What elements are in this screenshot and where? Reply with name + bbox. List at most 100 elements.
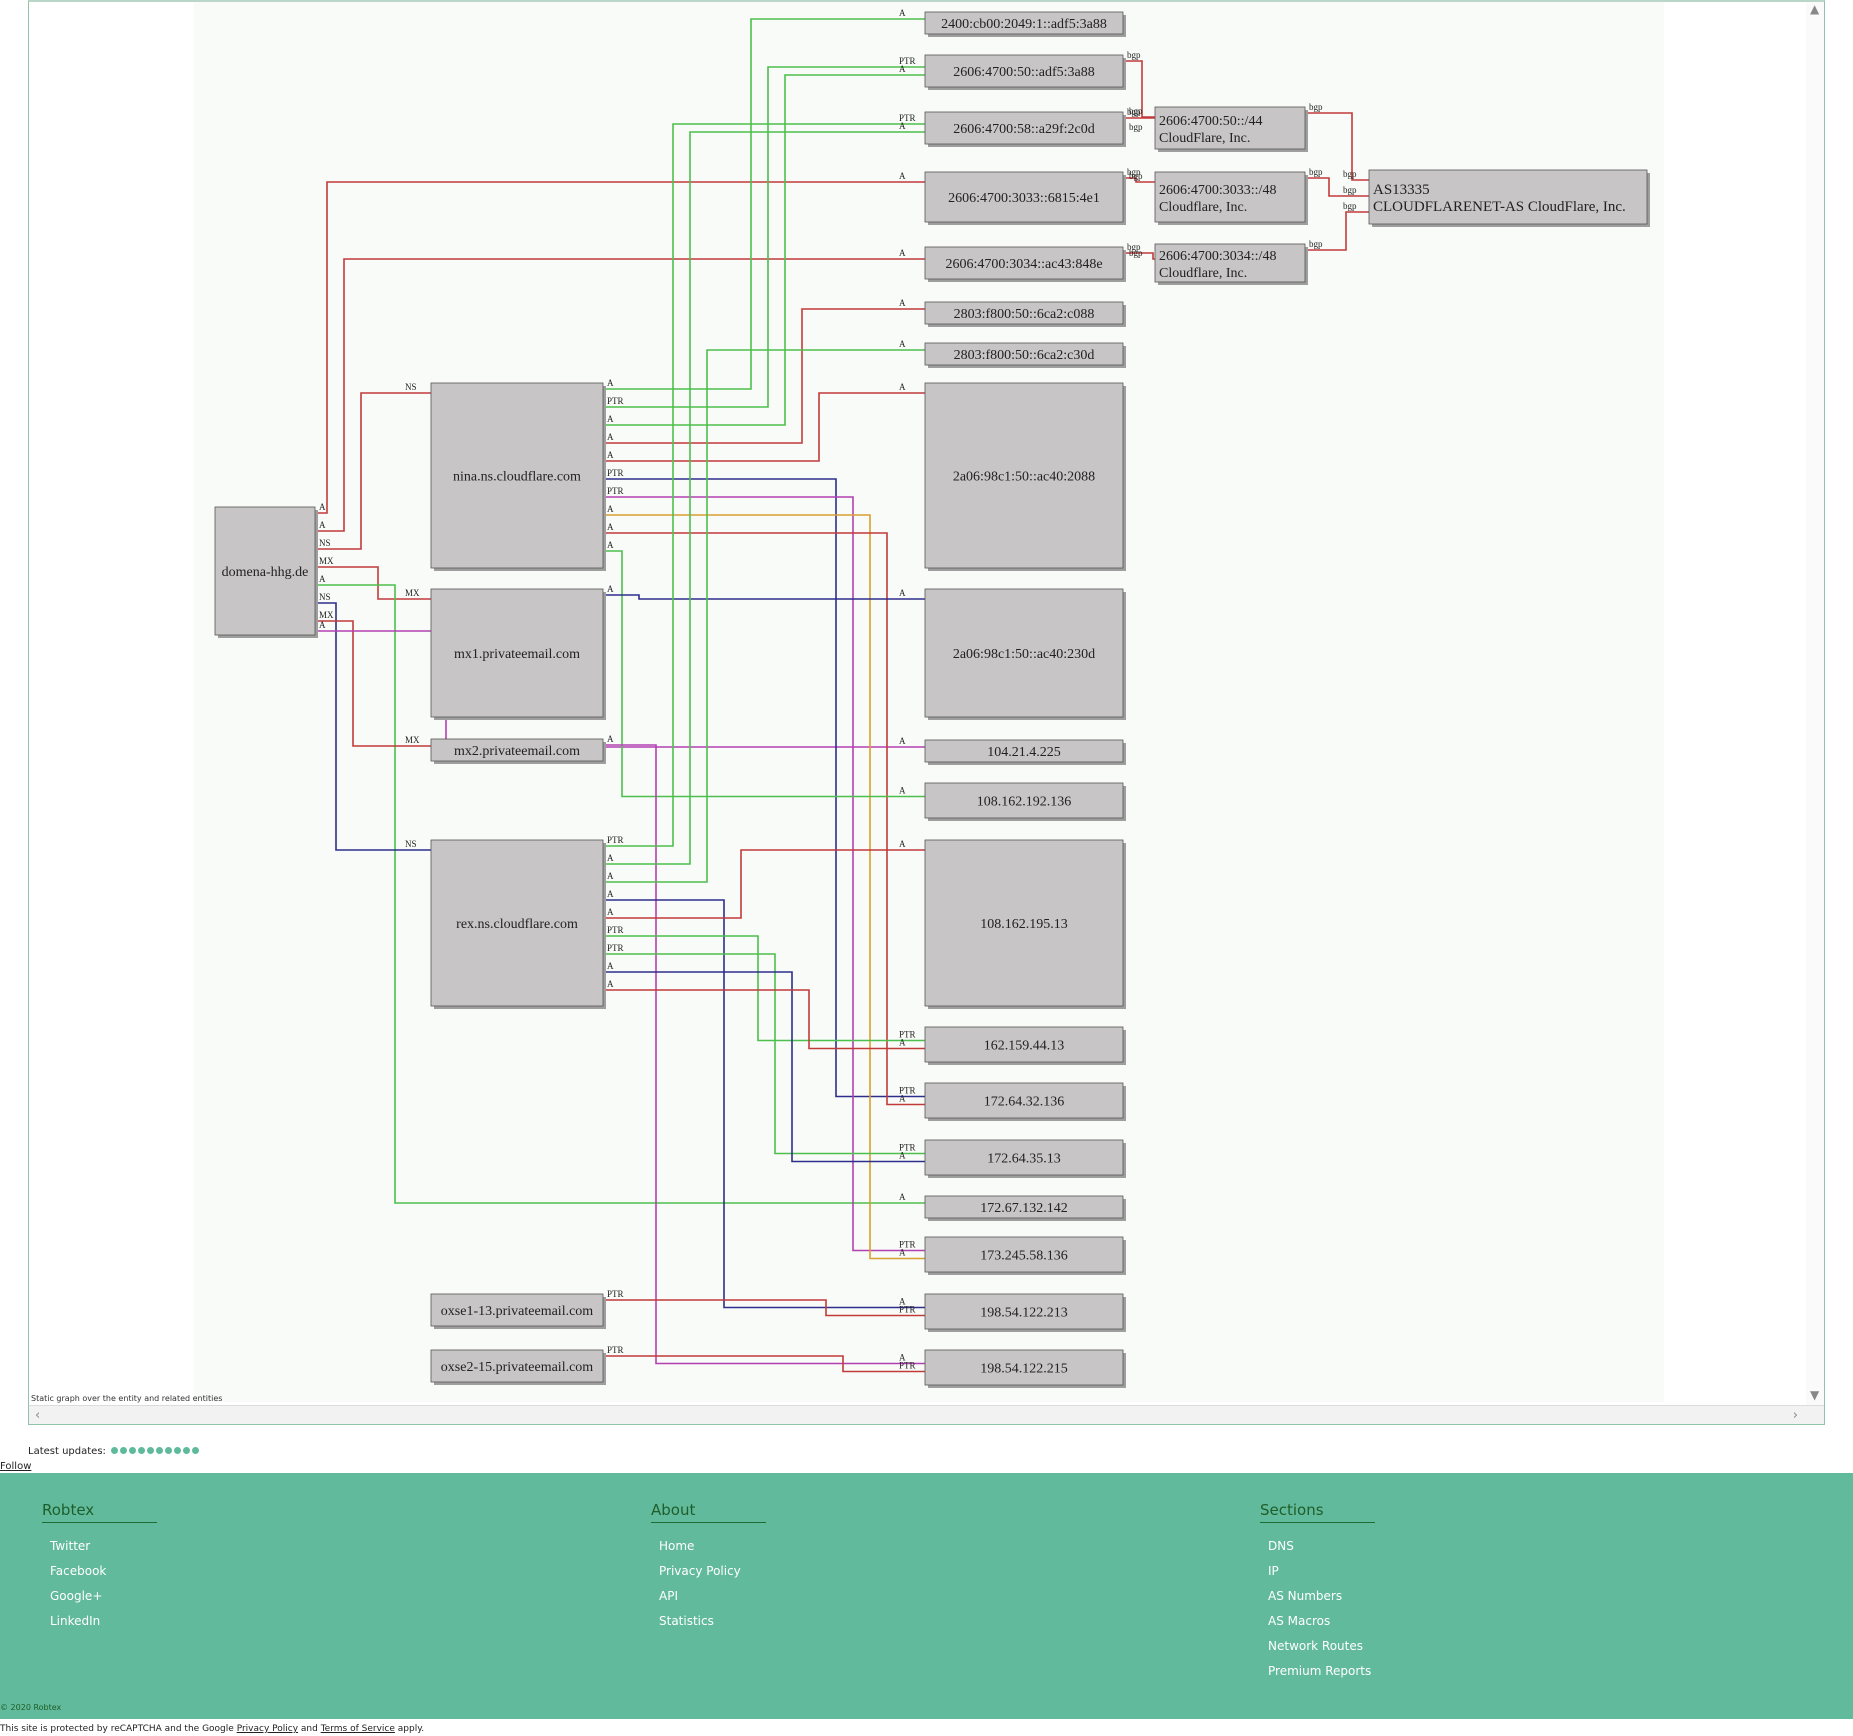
footer-link[interactable]: IP <box>1268 1564 1279 1578</box>
scroll-left-icon[interactable]: ‹ <box>35 1408 41 1423</box>
follow-link[interactable]: Follow <box>0 1461 32 1472</box>
node-box[interactable] <box>924 382 1124 569</box>
scroll-up-icon[interactable]: ▲ <box>1810 2 1820 16</box>
node-label: rex.ns.cloudflare.com <box>456 917 578 932</box>
node-label: 2803:f800:50::6ca2:c088 <box>954 307 1095 322</box>
node-ip12[interactable]: 108.162.195.13 <box>924 839 1126 1009</box>
edge-label: A <box>899 786 906 796</box>
footer-link[interactable]: Facebook <box>50 1564 107 1578</box>
graph-edge <box>1123 252 1155 260</box>
node-box[interactable] <box>214 506 316 636</box>
node-ip18[interactable]: 198.54.122.213 <box>924 1293 1126 1332</box>
node-box[interactable] <box>924 588 1124 718</box>
graph-edge <box>603 1299 925 1317</box>
node-ip13[interactable]: 162.159.44.13 <box>924 1026 1126 1065</box>
node-box[interactable] <box>924 1139 1124 1176</box>
graph-edge <box>603 550 925 798</box>
node-box[interactable] <box>924 1026 1124 1063</box>
node-ox1[interactable]: oxse1-13.privateemail.com <box>430 1293 606 1329</box>
node-box[interactable] <box>1368 169 1648 225</box>
node-ox2[interactable]: oxse2-15.privateemail.com <box>430 1349 606 1385</box>
node-box[interactable] <box>924 739 1124 763</box>
node-label: 172.64.32.136 <box>984 1095 1065 1110</box>
edge-label: PTR <box>899 1143 916 1153</box>
node-box[interactable] <box>924 246 1124 280</box>
node-mx2[interactable]: mx2.privateemail.com <box>430 738 606 764</box>
node-nina[interactable]: nina.ns.cloudflare.com <box>430 382 606 571</box>
node-box[interactable] <box>924 1236 1124 1273</box>
node-ip6[interactable]: 2803:f800:50::6ca2:c088 <box>924 301 1126 327</box>
graph-edge <box>1123 60 1155 118</box>
node-ip2[interactable]: 2606:4700:50::adf5:3a88 <box>924 54 1126 90</box>
horizontal-scrollbar[interactable]: ‹ › <box>29 1405 1824 1424</box>
graph-edge <box>603 953 925 1155</box>
footer-link[interactable]: Network Routes <box>1268 1639 1364 1653</box>
footer-link[interactable]: LinkedIn <box>50 1614 101 1628</box>
node-d[interactable]: domena-hhg.de <box>214 506 318 638</box>
node-box[interactable] <box>924 839 1124 1007</box>
node-ip19[interactable]: 198.54.122.215 <box>924 1349 1126 1388</box>
node-ip4[interactable]: 2606:4700:3033::6815:4e1 <box>924 171 1126 225</box>
footer-link[interactable]: Home <box>659 1539 695 1553</box>
footer-link[interactable]: AS Numbers <box>1268 1589 1343 1603</box>
node-box[interactable] <box>924 11 1124 35</box>
footer-link[interactable]: Privacy Policy <box>659 1564 741 1578</box>
node-box[interactable] <box>924 301 1124 325</box>
update-dots[interactable] <box>109 1446 200 1457</box>
node-ip7[interactable]: 2803:f800:50::6ca2:c30d <box>924 342 1126 368</box>
node-box[interactable] <box>430 1293 604 1327</box>
node-ip8[interactable]: 2a06:98c1:50::ac40:2088 <box>924 382 1126 571</box>
node-box[interactable] <box>1154 243 1306 283</box>
node-box[interactable] <box>924 111 1124 145</box>
graph-edge <box>603 349 925 883</box>
node-rex[interactable]: rex.ns.cloudflare.com <box>430 839 606 1009</box>
node-box[interactable] <box>924 1195 1124 1219</box>
node-box[interactable] <box>430 382 604 569</box>
privacy-policy-link[interactable]: Privacy Policy <box>236 1724 299 1734</box>
node-box[interactable] <box>924 342 1124 366</box>
edge-label: A <box>319 574 326 584</box>
node-box[interactable] <box>924 782 1124 819</box>
footer-link[interactable]: Google+ <box>50 1589 103 1603</box>
vertical-scrollbar[interactable]: ▲ ▼ <box>1806 2 1824 1405</box>
node-box[interactable] <box>924 54 1124 88</box>
node-ip11[interactable]: 108.162.192.136 <box>924 782 1126 821</box>
footer-link[interactable]: Twitter <box>50 1539 91 1553</box>
node-box[interactable] <box>1154 171 1306 223</box>
scroll-down-icon[interactable]: ▼ <box>1810 1388 1820 1402</box>
node-ip15[interactable]: 172.64.35.13 <box>924 1139 1126 1178</box>
node-box[interactable] <box>924 1349 1124 1386</box>
node-ip1[interactable]: 2400:cb00:2049:1::adf5:3a88 <box>924 11 1126 37</box>
node-ip3[interactable]: 2606:4700:58::a29f:2c0d <box>924 111 1126 147</box>
node-box[interactable] <box>924 1293 1124 1330</box>
scroll-right-icon[interactable]: › <box>1792 1408 1798 1423</box>
node-ip17[interactable]: 173.245.58.136 <box>924 1236 1126 1275</box>
node-ip16[interactable]: 172.67.132.142 <box>924 1195 1126 1221</box>
footer-link[interactable]: Statistics <box>659 1614 714 1628</box>
node-box[interactable] <box>430 588 604 718</box>
terms-link[interactable]: Terms of Service <box>320 1724 395 1734</box>
node-box[interactable] <box>1154 106 1306 150</box>
node-ip5[interactable]: 2606:4700:3034::ac43:848e <box>924 246 1126 282</box>
footer-link[interactable]: AS Macros <box>1268 1614 1331 1628</box>
footer-link[interactable]: API <box>659 1589 678 1603</box>
copyright: © 2020 Robtex <box>0 1703 62 1712</box>
footer-link[interactable]: Premium Reports <box>1268 1664 1372 1678</box>
node-ip9[interactable]: 2a06:98c1:50::ac40:230d <box>924 588 1126 720</box>
node-ip14[interactable]: 172.64.32.136 <box>924 1082 1126 1121</box>
node-box[interactable] <box>430 1349 604 1383</box>
node-ip10[interactable]: 104.21.4.225 <box>924 739 1126 765</box>
node-mx1[interactable]: mx1.privateemail.com <box>430 588 606 720</box>
graph-edge <box>603 935 925 1042</box>
node-box[interactable] <box>430 839 604 1007</box>
footer-link[interactable]: DNS <box>1268 1539 1294 1553</box>
node-box[interactable] <box>924 171 1124 223</box>
edge-label: bgp <box>1127 50 1141 60</box>
node-box[interactable] <box>430 738 604 762</box>
node-box[interactable] <box>924 1082 1124 1119</box>
